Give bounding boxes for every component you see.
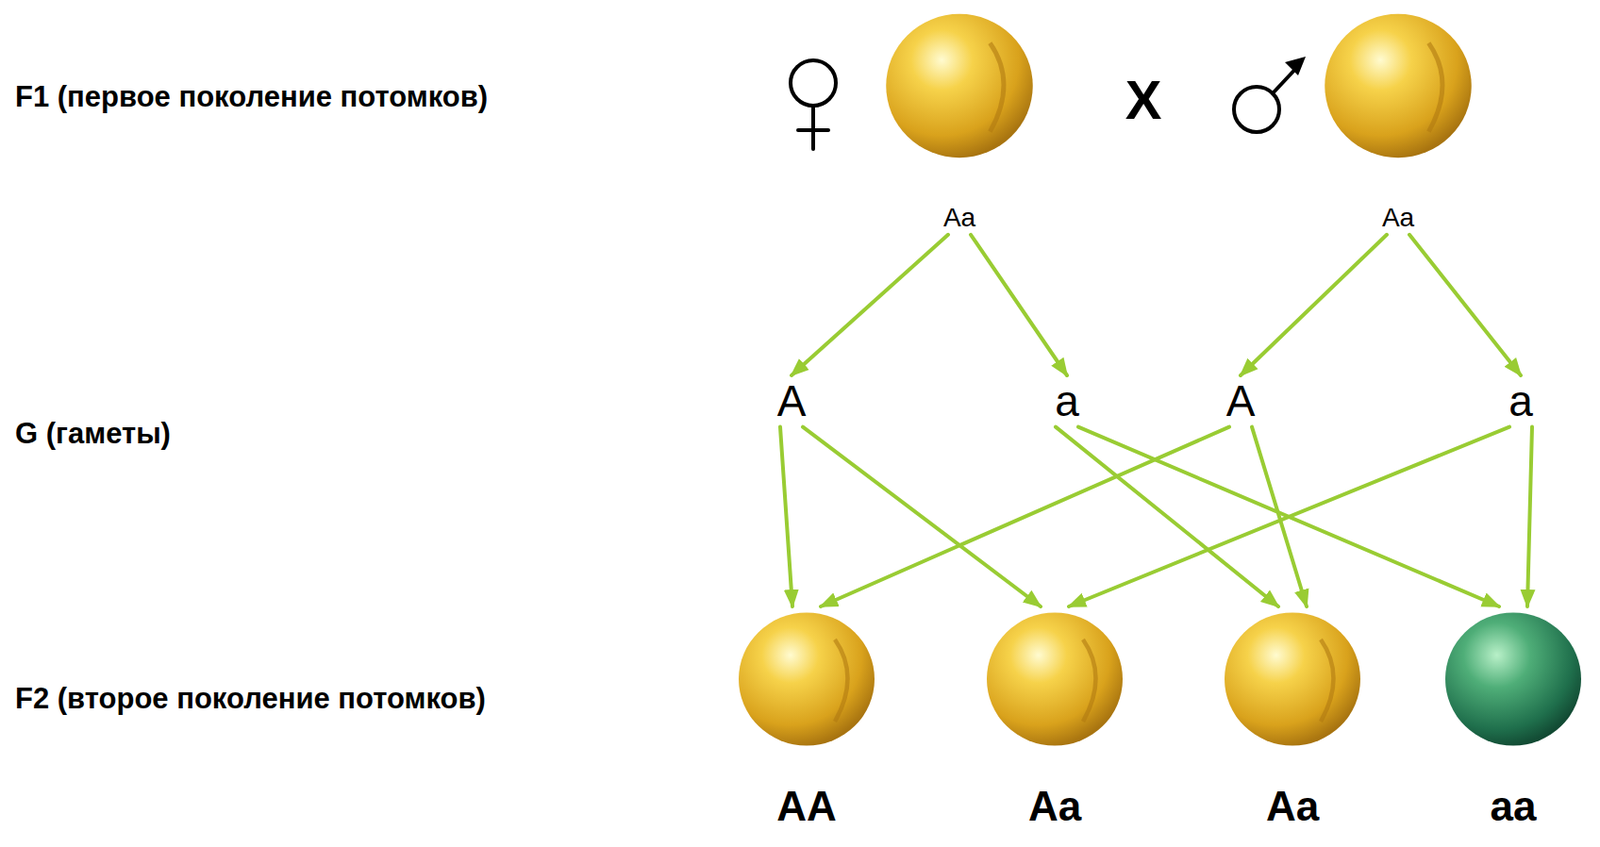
genotype-label: Aa <box>1266 783 1319 830</box>
pea-node: Aa <box>1221 608 1364 830</box>
generation-label: F1 (первое поколение потомков) <box>15 80 488 115</box>
yellow-pea <box>1321 9 1475 163</box>
yellow-pea <box>1221 608 1364 750</box>
genotype-label: Aa <box>943 203 976 234</box>
genotype-label: Aa <box>1028 783 1082 830</box>
female-symbol <box>811 105 816 150</box>
genotype-label: aa <box>1490 783 1537 830</box>
generation-label: F2 (второе поколение потомков) <box>15 682 486 717</box>
genotype-label: Aa <box>1382 203 1415 234</box>
inheritance-arrow <box>1068 427 1510 607</box>
female-symbol <box>790 60 836 106</box>
inheritance-arrow <box>970 234 1067 376</box>
inheritance-arrow <box>1055 427 1279 607</box>
male-symbol <box>1284 56 1306 76</box>
gamete-node: A <box>777 377 807 426</box>
cross-sign: X <box>1125 68 1163 133</box>
gamete-allele: A <box>1226 377 1256 426</box>
inheritance-arrow <box>780 427 793 607</box>
gamete-node: a <box>1054 377 1080 426</box>
female-symbol <box>798 128 829 133</box>
inheritance-arrow <box>1240 234 1387 376</box>
pea-node: Aa <box>1321 9 1475 234</box>
pea-node: aa <box>1442 608 1584 830</box>
yellow-pea <box>983 608 1126 750</box>
inheritance-arrow <box>1409 234 1521 376</box>
pea-node: Aa <box>983 608 1126 830</box>
gamete-allele: a <box>1508 377 1534 426</box>
gamete-node: a <box>1508 377 1534 426</box>
yellow-pea <box>883 9 1036 163</box>
pea-node: AA <box>735 608 878 830</box>
inheritance-arrow <box>802 427 1041 607</box>
yellow-pea <box>735 608 878 750</box>
inheritance-arrow <box>791 234 949 376</box>
inheritance-arrow <box>1527 427 1533 607</box>
generation-label: G (гаметы) <box>15 416 171 451</box>
inheritance-arrow <box>1251 427 1307 607</box>
green-pea <box>1442 608 1584 750</box>
inheritance-arrow <box>1078 427 1500 607</box>
gamete-node: A <box>1226 377 1256 426</box>
genotype-label: AA <box>776 783 837 830</box>
gamete-allele: A <box>777 377 807 426</box>
gamete-allele: a <box>1054 377 1080 426</box>
pea-node: Aa <box>883 9 1036 234</box>
